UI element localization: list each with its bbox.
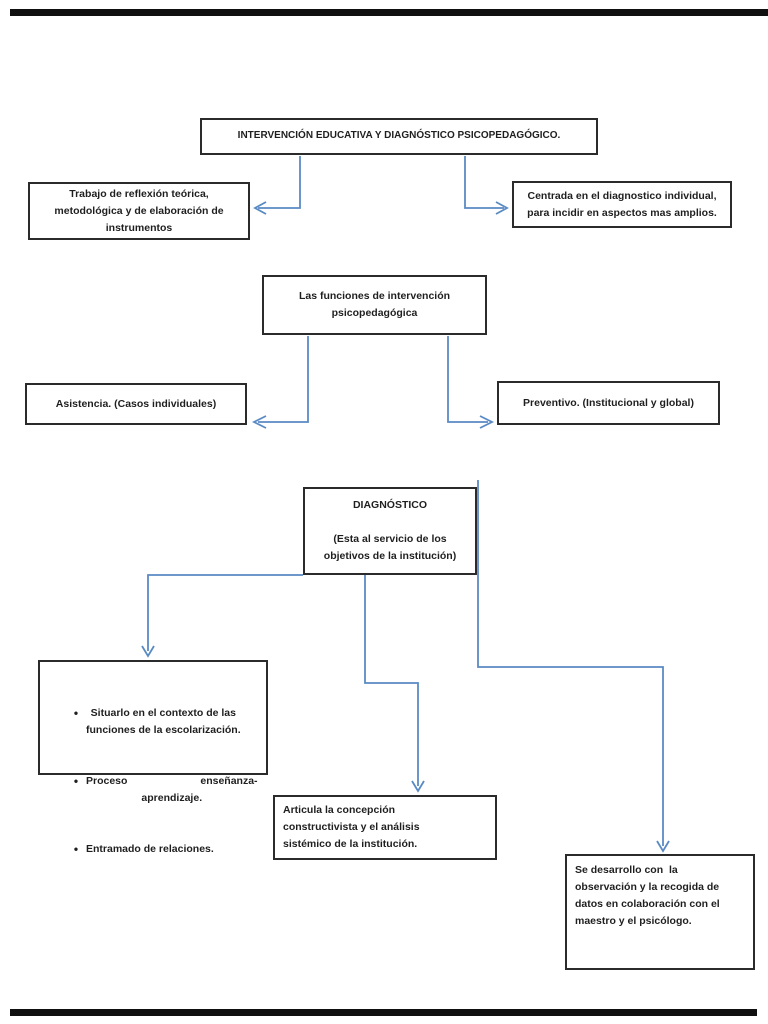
- page-separator-top: [10, 9, 768, 16]
- connector-funciones-to-asistencia: [258, 336, 309, 423]
- arrowhead-down-desarrollo: [656, 840, 670, 853]
- connector-funciones-to-preventivo: [447, 336, 488, 423]
- bullet-icon: •: [73, 842, 79, 856]
- diagnostico-text: DIAGNÓSTICO (Esta al servicio de los obj…: [323, 499, 457, 562]
- list-item-text: Entramado de relaciones.: [86, 843, 214, 855]
- title-box: INTERVENCIÓN EDUCATIVA Y DIAGNÓSTICO PSI…: [200, 118, 598, 155]
- desarrollo-text: Se desarrollo con la observación y la re…: [575, 864, 720, 927]
- connector-diagnostico-to-situarlo: [147, 574, 303, 651]
- connector-title-to-reflexion: [258, 156, 301, 209]
- page-separator-bottom: [10, 1009, 757, 1016]
- list-item: • Proceso enseñanza- aprendizaje.: [66, 773, 262, 807]
- list-item: • Entramado de relaciones.: [66, 841, 262, 858]
- reflexion-text: Trabajo de reflexión teórica, metodológi…: [54, 187, 224, 234]
- arrowhead-left-reflexion: [253, 201, 267, 215]
- desarrollo-box: Se desarrollo con la observación y la re…: [565, 854, 755, 970]
- arrowhead-left-asistencia: [251, 415, 267, 429]
- reflexion-box: Trabajo de reflexión teórica, metodológi…: [28, 182, 250, 240]
- articula-text: Articula la concepción constructivista y…: [283, 804, 420, 850]
- connector-diagnostico-to-desarrollo: [477, 480, 664, 846]
- funciones-box: Las funciones de intervención psicopedag…: [262, 275, 487, 335]
- asistencia-text: Asistencia. (Casos individuales): [55, 397, 217, 410]
- diagnostico-box: DIAGNÓSTICO (Esta al servicio de los obj…: [303, 487, 477, 575]
- bullet-icon: •: [73, 706, 79, 720]
- centrada-text: Centrada en el diagnostico individual, p…: [527, 189, 717, 219]
- connector-title-to-centrada: [464, 156, 504, 209]
- list-item-text: Situarlo en el contexto de las funciones…: [86, 707, 241, 736]
- list-item: • Situarlo en el contexto de las funcion…: [66, 705, 262, 739]
- title-text: INTERVENCIÓN EDUCATIVA Y DIAGNÓSTICO PSI…: [237, 130, 561, 142]
- situarlo-box: • Situarlo en el contexto de las funcion…: [38, 660, 268, 856]
- list-item-text: Proceso enseñanza- aprendizaje.: [86, 775, 258, 804]
- articula-box: Articula la concepción constructivista y…: [273, 795, 497, 860]
- arrowhead-down-situarlo: [141, 645, 155, 658]
- centrada-box: Centrada en el diagnostico individual, p…: [512, 181, 732, 228]
- arrowhead-down-articula: [411, 780, 425, 793]
- asistencia-box: Asistencia. (Casos individuales): [25, 383, 247, 425]
- connector-diagnostico-to-articula: [364, 574, 419, 786]
- arrowhead-right-centrada: [495, 201, 509, 215]
- preventivo-text: Preventivo. (Institucional y global): [523, 396, 694, 409]
- bullet-icon: •: [73, 774, 79, 788]
- preventivo-box: Preventivo. (Institucional y global): [497, 381, 720, 425]
- funciones-text: Las funciones de intervención psicopedag…: [298, 290, 451, 319]
- arrowhead-right-preventivo: [479, 415, 495, 429]
